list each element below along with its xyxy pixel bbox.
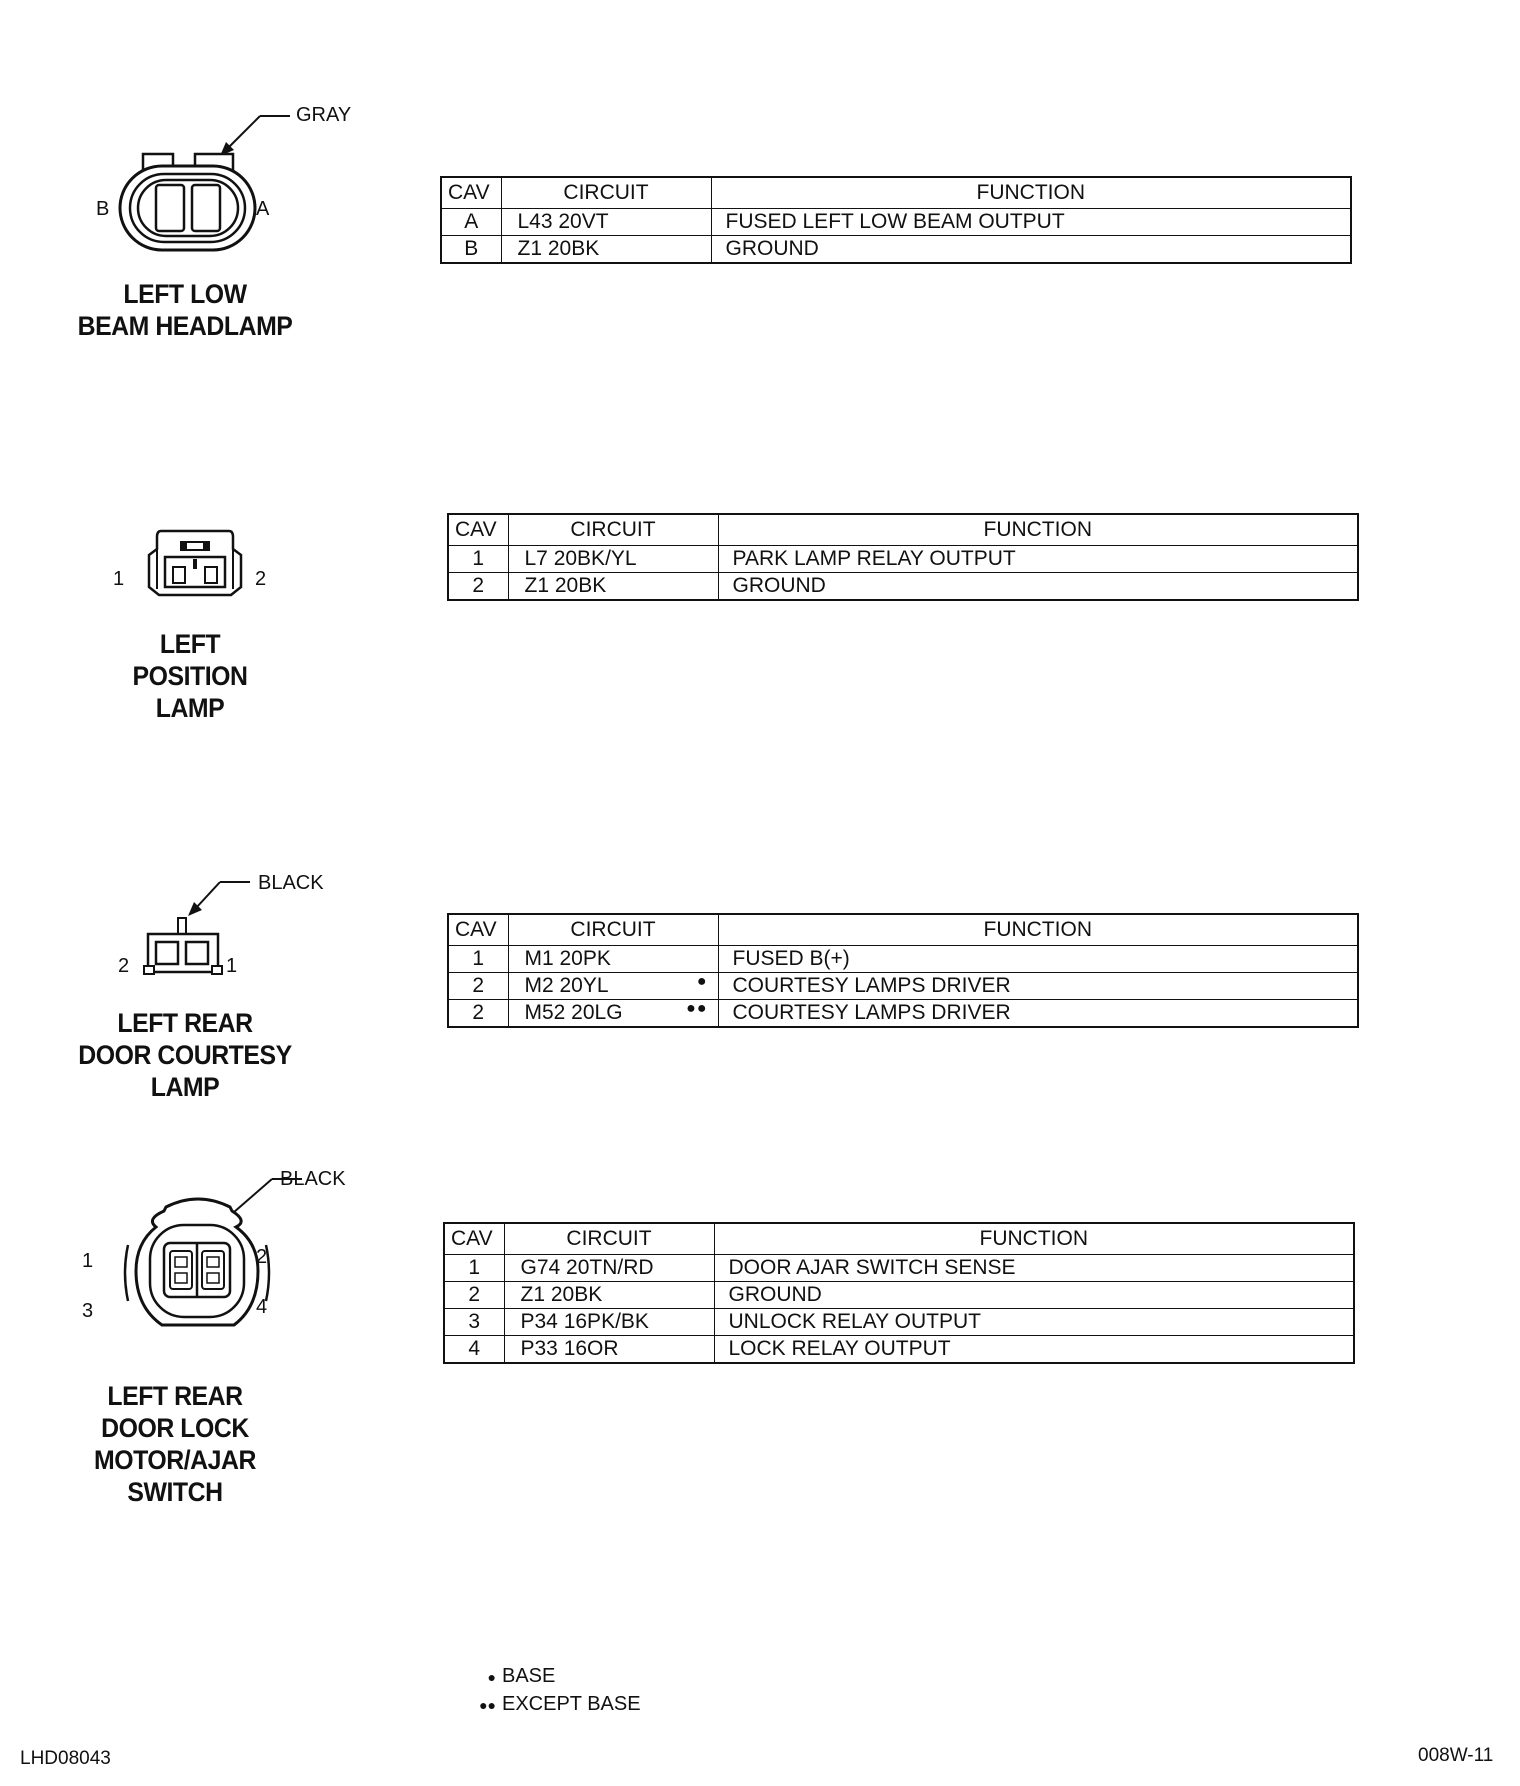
pin-label-3: 3 xyxy=(82,1300,94,1322)
connector-color-label: BLACK xyxy=(280,1168,346,1190)
position-lamp-connector-icon xyxy=(147,529,243,597)
footnote-text: BASE xyxy=(502,1665,556,1687)
function-cell: PARK LAMP RELAY OUTPUT xyxy=(717,545,1359,573)
pin-label-2: 2 xyxy=(118,955,130,977)
function-cell: COURTESY LAMPS DRIVER xyxy=(717,999,1359,1028)
page-code: 008W-11 xyxy=(1418,1745,1494,1766)
table-row: 4 P33 16OR LOCK RELAY OUTPUT xyxy=(443,1335,1355,1364)
footnote-except-base: ●● EXCEPT BASE xyxy=(466,1693,641,1716)
col-header-cav: CAV xyxy=(447,913,509,946)
circuit-cell: M2 20YL ● xyxy=(507,972,719,1000)
cav-cell: 1 xyxy=(443,1254,505,1282)
circuit-text: M52 20LG xyxy=(524,1001,623,1024)
connector-color-label: BLACK xyxy=(258,872,324,894)
col-header-function: FUNCTION xyxy=(717,513,1359,546)
circuit-text: M1 20PK xyxy=(524,947,611,970)
circuit-cell: L7 20BK/YL xyxy=(507,545,719,573)
table-row: B Z1 20BK GROUND xyxy=(440,235,1352,264)
circuit-cell: M1 20PK xyxy=(507,945,719,973)
circuit-cell: Z1 20BK xyxy=(507,572,719,601)
circuit-cell: Z1 20BK xyxy=(503,1281,715,1309)
cav-cell: 4 xyxy=(443,1335,505,1364)
function-cell: FUSED LEFT LOW BEAM OUTPUT xyxy=(710,208,1352,236)
connector-name: LEFT POSITION LAMP xyxy=(132,629,248,723)
cav-cell: 2 xyxy=(447,972,509,1000)
table-row: 1 M1 20PK FUSED B(+) xyxy=(447,945,1359,973)
circuit-cell: Z1 20BK xyxy=(500,235,712,264)
col-header-cav: CAV xyxy=(440,176,502,209)
pin-label-a: A xyxy=(256,198,270,220)
function-cell: FUSED B(+) xyxy=(717,945,1359,973)
connector-name: LEFT REAR DOOR LOCK MOTOR/AJAR SWITCH xyxy=(94,1381,256,1507)
function-cell: LOCK RELAY OUTPUT xyxy=(713,1335,1355,1364)
function-cell: GROUND xyxy=(710,235,1352,264)
pin-table-position-lamp: CAV CIRCUIT FUNCTION 1 L7 20BK/YL PARK L… xyxy=(447,513,1359,601)
pin-table-door-lock: CAV CIRCUIT FUNCTION 1 G74 20TN/RD DOOR … xyxy=(443,1222,1355,1364)
option-marker: ●● xyxy=(686,1000,708,1017)
pin-label-1: 1 xyxy=(226,955,238,977)
footnote-base: ● BASE xyxy=(466,1665,556,1688)
col-header-function: FUNCTION xyxy=(710,176,1352,209)
circuit-text: M2 20YL xyxy=(524,974,609,997)
cav-cell: 3 xyxy=(443,1308,505,1336)
table-row: 2 Z1 20BK GROUND xyxy=(447,572,1359,601)
footnote-text: EXCEPT BASE xyxy=(502,1693,641,1715)
function-cell: UNLOCK RELAY OUTPUT xyxy=(713,1308,1355,1336)
footnote-marker: ●● xyxy=(479,1697,496,1713)
table-row: 1 L7 20BK/YL PARK LAMP RELAY OUTPUT xyxy=(447,545,1359,573)
cav-cell: 2 xyxy=(447,572,509,601)
table-row: 1 G74 20TN/RD DOOR AJAR SWITCH SENSE xyxy=(443,1254,1355,1282)
footnote-marker: ● xyxy=(487,1669,496,1685)
courtesy-lamp-connector-icon xyxy=(143,881,250,975)
option-marker: ● xyxy=(696,973,708,990)
connector-name: LEFT LOW BEAM HEADLAMP xyxy=(77,279,293,341)
connector-name: LEFT REAR DOOR COURTESY LAMP xyxy=(78,1008,292,1102)
col-header-function: FUNCTION xyxy=(713,1222,1355,1255)
table-row: 2 M52 20LG ●● COURTESY LAMPS DRIVER xyxy=(447,999,1359,1028)
cav-cell: 2 xyxy=(443,1281,505,1309)
circuit-cell: P33 16OR xyxy=(503,1335,715,1364)
cav-cell: A xyxy=(440,208,502,236)
circuit-cell: G74 20TN/RD xyxy=(503,1254,715,1282)
col-header-cav: CAV xyxy=(443,1222,505,1255)
col-header-circuit: CIRCUIT xyxy=(503,1222,715,1255)
function-cell: GROUND xyxy=(713,1281,1355,1309)
table-row: 3 P34 16PK/BK UNLOCK RELAY OUTPUT xyxy=(443,1308,1355,1336)
door-lock-connector-icon xyxy=(123,1178,302,1327)
headlamp-connector-icon xyxy=(118,115,290,252)
col-header-circuit: CIRCUIT xyxy=(507,513,719,546)
pin-label-1: 1 xyxy=(82,1250,94,1272)
cav-cell: B xyxy=(440,235,502,264)
col-header-cav: CAV xyxy=(447,513,509,546)
circuit-cell: L43 20VT xyxy=(500,208,712,236)
pin-table-headlamp: CAV CIRCUIT FUNCTION A L43 20VT FUSED LE… xyxy=(440,176,1352,264)
col-header-circuit: CIRCUIT xyxy=(507,913,719,946)
cav-cell: 1 xyxy=(447,545,509,573)
table-row: 2 Z1 20BK GROUND xyxy=(443,1281,1355,1309)
pin-label-b: B xyxy=(96,198,110,220)
table-row: A L43 20VT FUSED LEFT LOW BEAM OUTPUT xyxy=(440,208,1352,236)
function-cell: GROUND xyxy=(717,572,1359,601)
col-header-circuit: CIRCUIT xyxy=(500,176,712,209)
cav-cell: 2 xyxy=(447,999,509,1028)
pin-label-4: 4 xyxy=(256,1296,268,1318)
pin-label-1: 1 xyxy=(113,568,125,590)
figure-code: LHD08043 xyxy=(20,1748,111,1769)
col-header-function: FUNCTION xyxy=(717,913,1359,946)
circuit-cell: P34 16PK/BK xyxy=(503,1308,715,1336)
function-cell: DOOR AJAR SWITCH SENSE xyxy=(713,1254,1355,1282)
cav-cell: 1 xyxy=(447,945,509,973)
table-row: 2 M2 20YL ● COURTESY LAMPS DRIVER xyxy=(447,972,1359,1000)
pin-label-2: 2 xyxy=(255,568,267,590)
function-cell: COURTESY LAMPS DRIVER xyxy=(717,972,1359,1000)
pin-label-2: 2 xyxy=(256,1246,268,1268)
pin-table-courtesy-lamp: CAV CIRCUIT FUNCTION 1 M1 20PK FUSED B(+… xyxy=(447,913,1359,1028)
circuit-cell: M52 20LG ●● xyxy=(507,999,719,1028)
connector-color-label: GRAY xyxy=(296,104,352,126)
